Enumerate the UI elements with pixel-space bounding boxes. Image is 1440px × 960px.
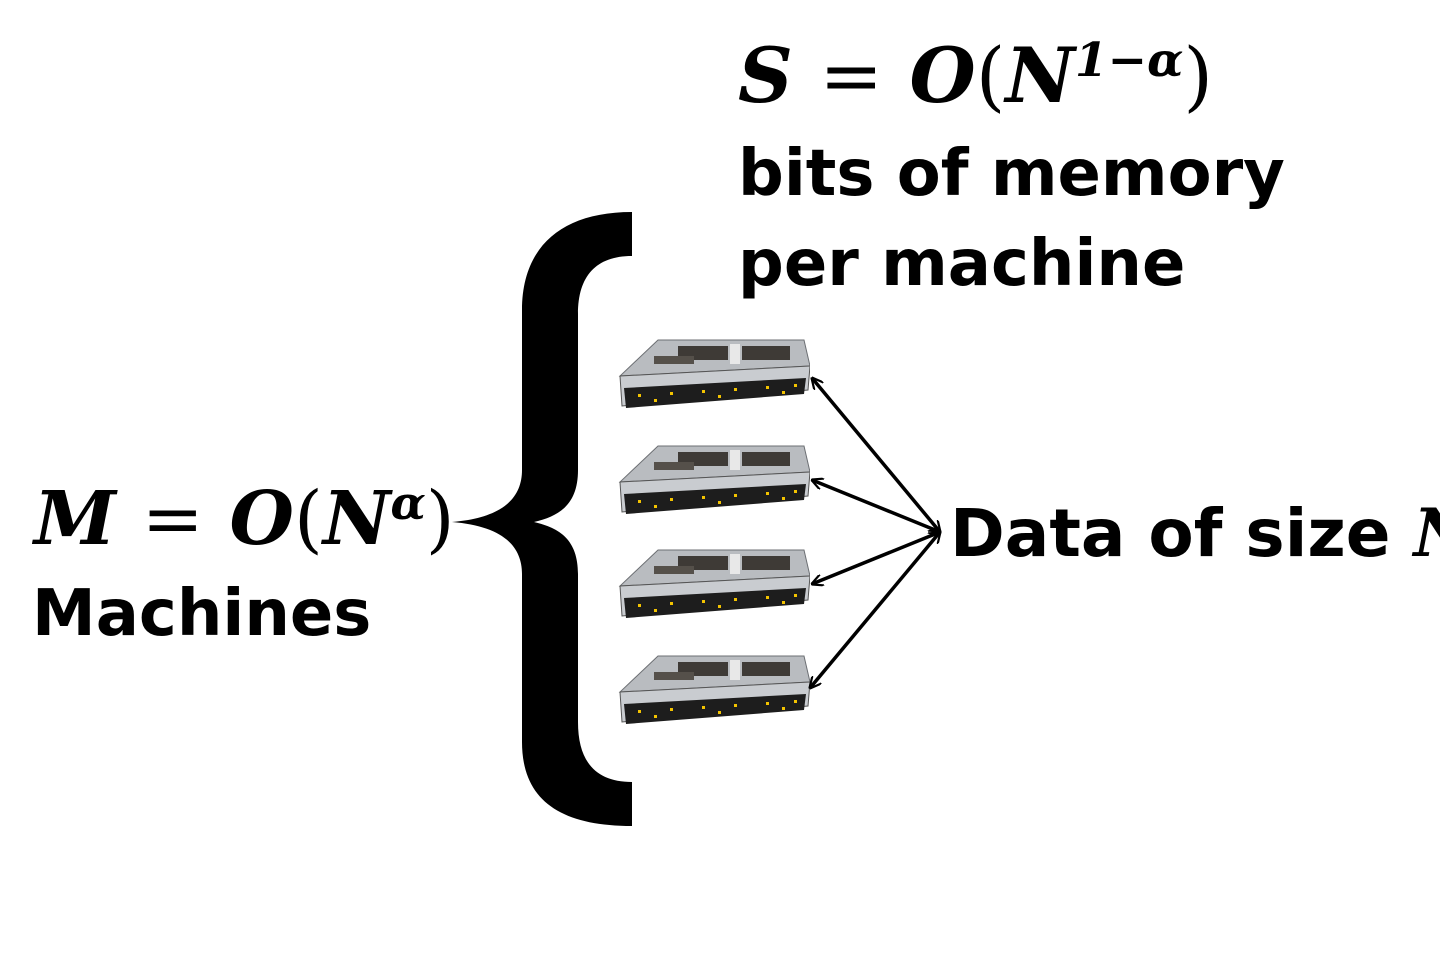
memory-formula-eq: = (819, 31, 884, 120)
memory-formula-close: ) (1183, 31, 1214, 120)
rack-server-icon (618, 339, 810, 408)
machines-formula-close: ) (425, 476, 455, 562)
memory-label-line1: bits of memory (738, 137, 1285, 211)
machines-formula-base: N (322, 476, 391, 562)
data-label-var: N (1413, 494, 1440, 572)
memory-label-line2: per machine (738, 227, 1186, 301)
double-arrow-icon (812, 532, 940, 584)
machines-label: Machines (32, 577, 372, 651)
double-arrow-icon (810, 532, 940, 688)
machines-formula-open: ( (293, 476, 323, 562)
rack-server-icon (618, 655, 810, 724)
memory-formula-exponent: 1−α (1074, 33, 1184, 89)
double-arrow-icon (812, 480, 940, 532)
machines-formula-fn: O (229, 476, 294, 562)
data-label-text: Data of size (950, 495, 1414, 572)
memory-formula: S = O(N1−α) (738, 37, 1213, 114)
double-arrow-icon (812, 378, 940, 532)
machines-formula: M = O(Nα) (34, 480, 455, 556)
memory-formula-fn: O (909, 31, 976, 120)
machines-formula-eq: = (141, 476, 204, 562)
data-label: Data of size N (950, 500, 1440, 567)
machines-formula-exponent: α (390, 475, 426, 530)
memory-formula-open: ( (975, 31, 1006, 120)
memory-formula-base: N (1005, 31, 1075, 120)
machines-formula-lhs: M (34, 476, 116, 562)
memory-formula-lhs: S (738, 31, 793, 120)
rack-server-icon (618, 445, 810, 514)
rack-server-icon (618, 549, 810, 618)
